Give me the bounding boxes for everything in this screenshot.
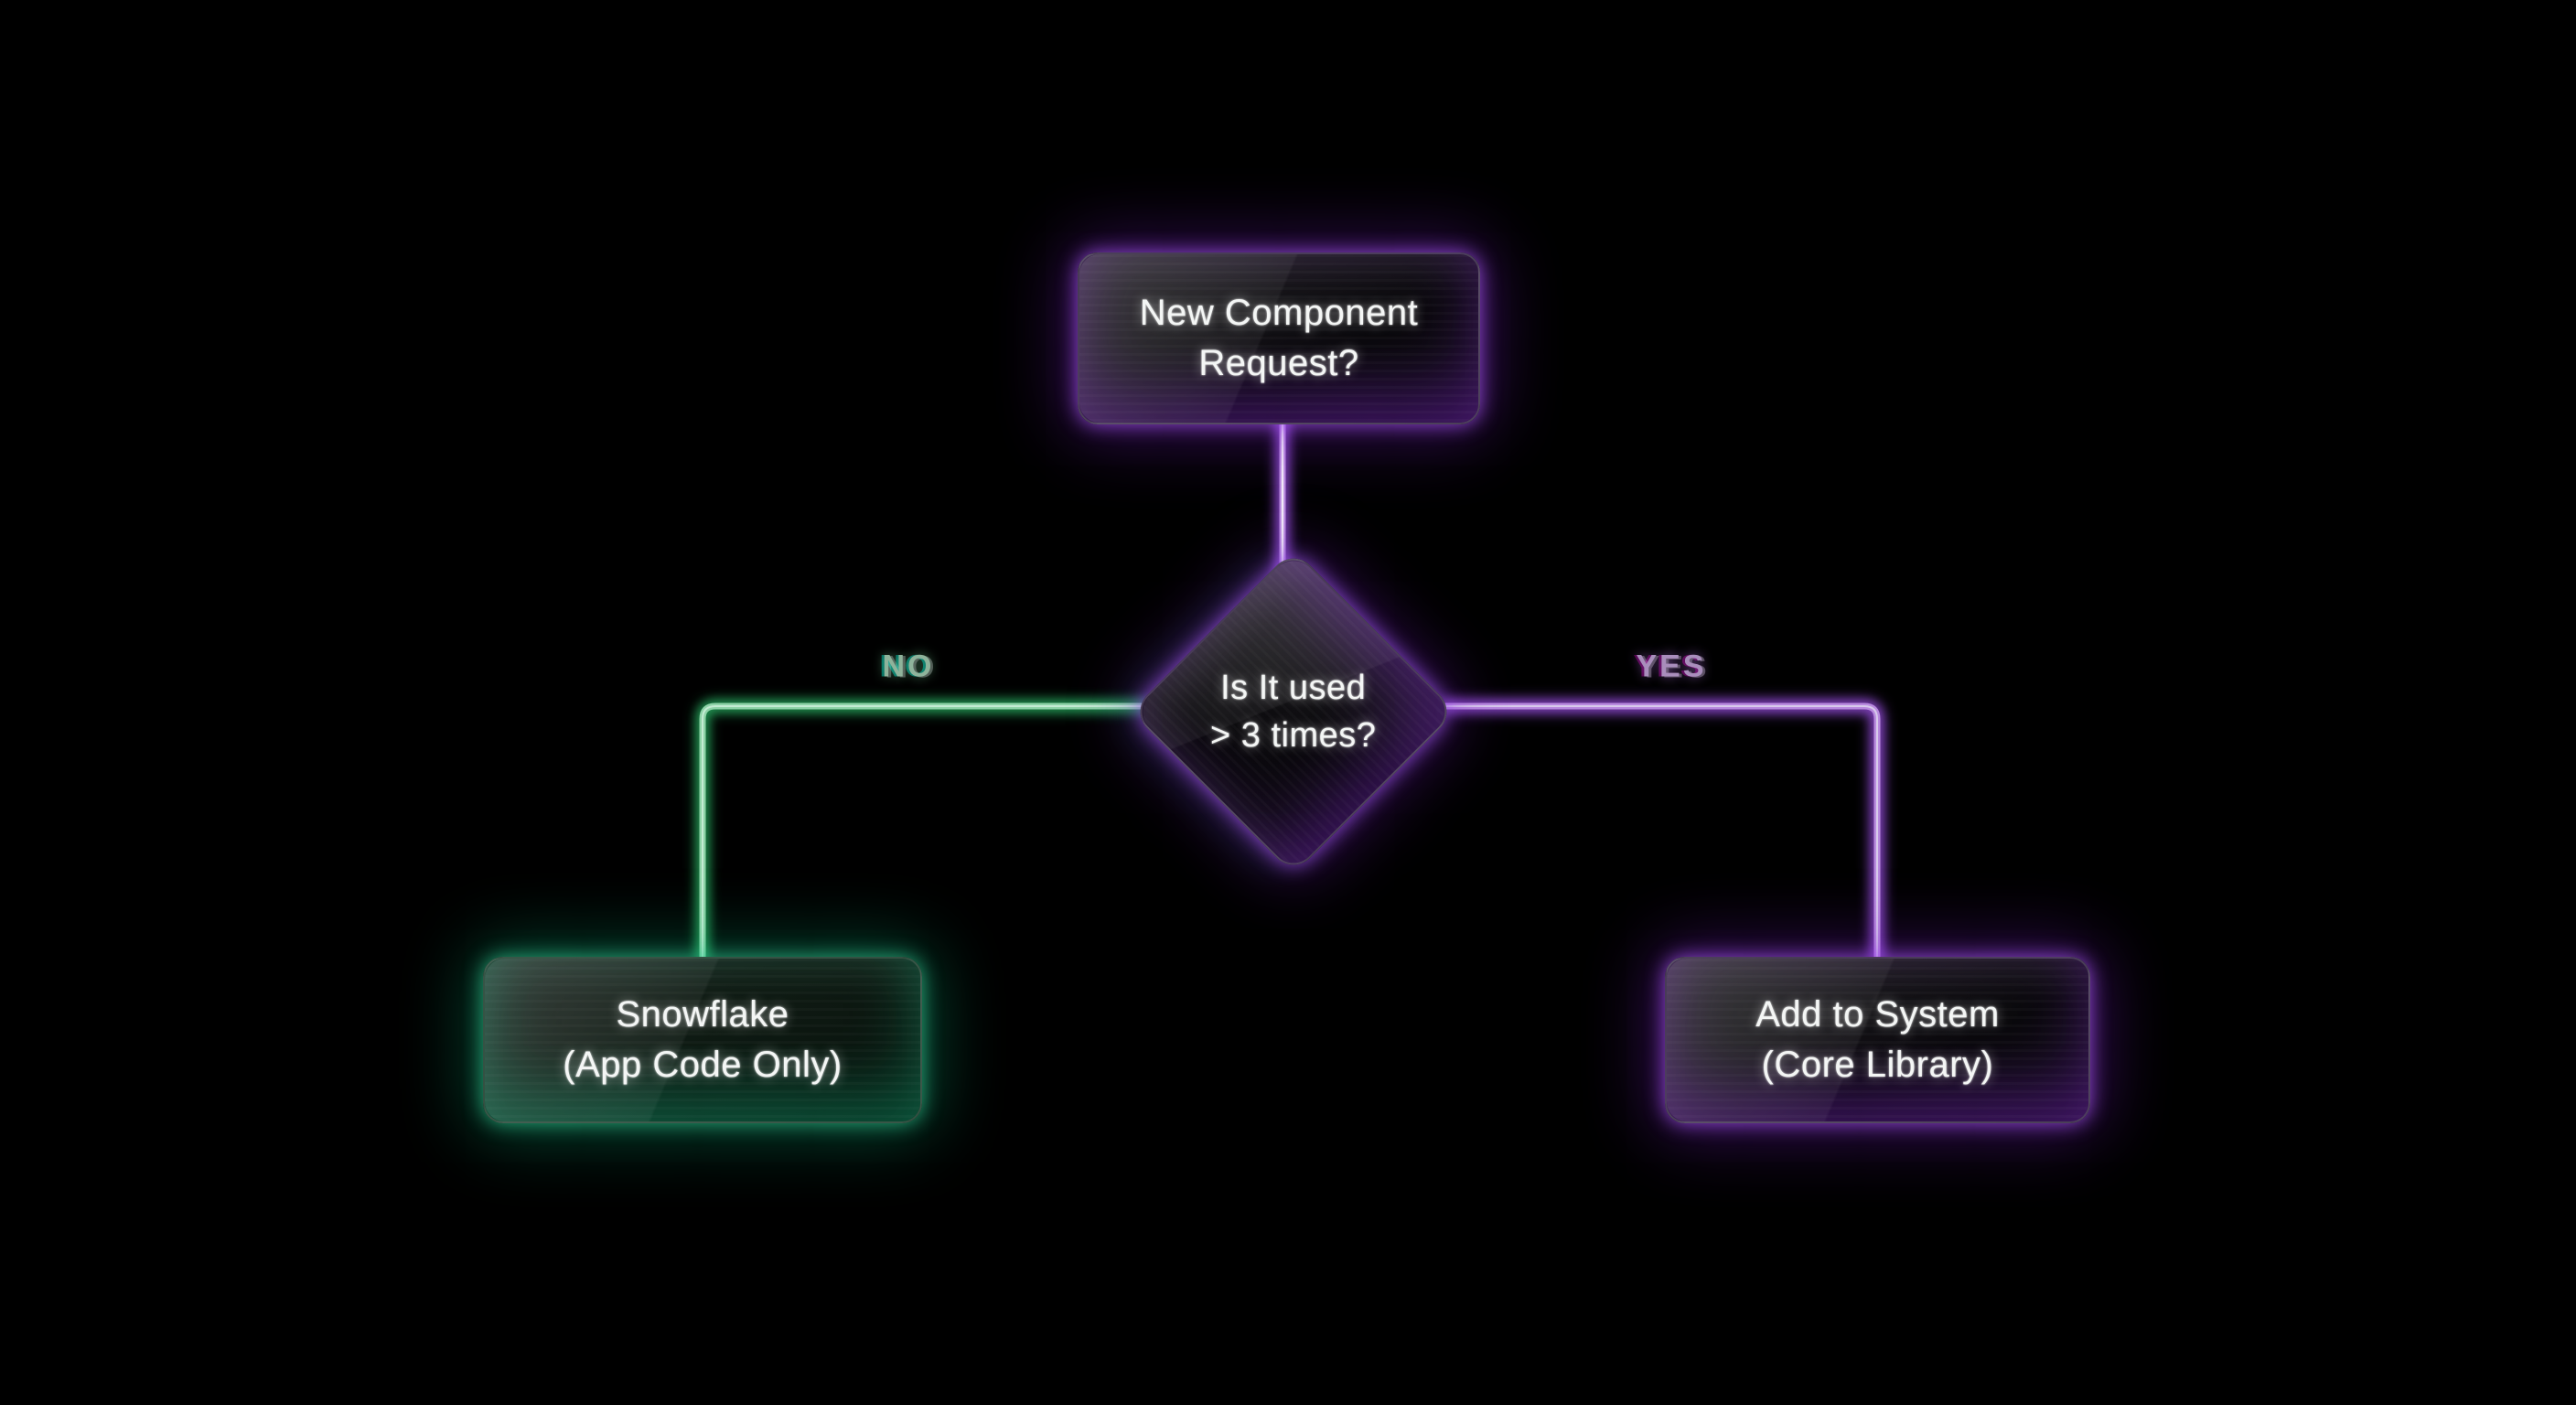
node-no-outcome-label: Snowflake (App Code Only) [563, 990, 842, 1090]
node-no-outcome-line1: Snowflake [616, 993, 789, 1035]
node-start-label: New Component Request? [1140, 288, 1418, 389]
node-new-component-request: New Component Request? [1078, 252, 1480, 424]
node-start-line2: Request? [1198, 343, 1359, 383]
node-yes-outcome-line1: Add to System [1755, 993, 2000, 1035]
edge-label-no: NO [882, 649, 935, 684]
node-add-to-system-core-library: Add to System (Core Library) [1665, 957, 2090, 1123]
node-decision-line1: Is It used [1220, 668, 1367, 707]
node-decision-line2: > 3 times? [1210, 716, 1377, 755]
node-yes-outcome-label: Add to System (Core Library) [1755, 990, 2000, 1090]
edge-yes-branch [1444, 698, 1885, 960]
node-start-line1: New Component [1139, 292, 1419, 333]
node-decision-label: Is It used > 3 times? [1143, 664, 1444, 760]
edge-label-yes: YES [1636, 649, 1707, 684]
node-no-outcome-line2: (App Code Only) [563, 1045, 843, 1085]
node-snowflake-app-code-only: Snowflake (App Code Only) [483, 957, 922, 1123]
node-yes-outcome-line2: (Core Library) [1761, 1045, 1994, 1085]
edge-no-branch [695, 699, 1148, 960]
node-decision-used-3-times: Is It used > 3 times? [1130, 548, 1457, 875]
